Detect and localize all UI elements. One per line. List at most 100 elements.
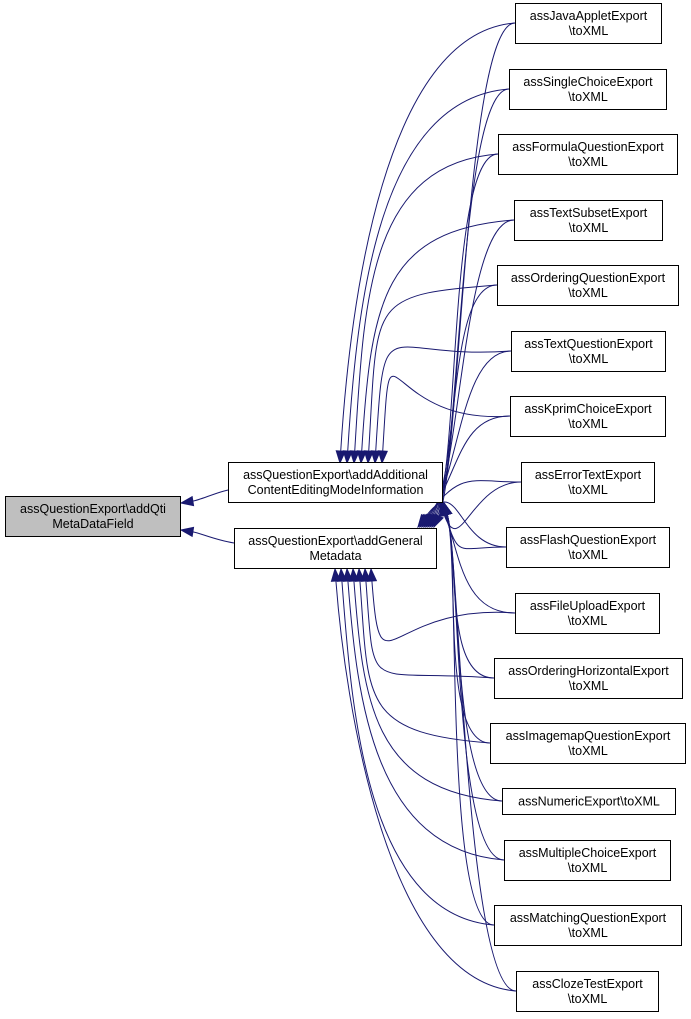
edge-ass-cloze-test-export-to-xml-to-additional-arrowhead xyxy=(442,501,453,517)
edge-ass-text-subset-export-to-xml-to-general xyxy=(433,219,515,517)
leaf-node-ass-flash-question-export-to-xml[interactable]: assFlashQuestionExport\toXML xyxy=(506,527,670,568)
leaf-node-ass-ordering-horizontal-export-to-xml-box xyxy=(494,658,683,699)
leaf-node-ass-multiple-choice-export-to-xml-label-line-1: assMultipleChoiceExport xyxy=(519,846,657,860)
edge-ass-file-upload-export-to-xml-to-general xyxy=(371,580,516,642)
leaf-node-ass-formula-question-export-to-xml-label-line-2: \toXML xyxy=(568,155,608,169)
leaf-node-ass-text-question-export-to-xml-label-line-2: \toXML xyxy=(569,352,609,366)
edge-ass-numeric-export-to-xml-to-general xyxy=(353,580,503,802)
edge-ass-ordering-question-export-to-xml-to-additional-arrowhead xyxy=(363,450,374,465)
edge-ass-formula-question-export-to-xml-to-general xyxy=(435,153,499,517)
leaf-node-ass-single-choice-export-to-xml-label-line-2: \toXML xyxy=(568,90,608,104)
leaf-node-ass-imagemap-question-export-to-xml-label-line-2: \toXML xyxy=(568,744,608,758)
edge-ass-error-text-export-to-xml-to-additional xyxy=(443,481,522,530)
leaf-node-ass-numeric-export-to-xml-label-line-1: assNumericExport\toXML xyxy=(518,795,660,809)
leaf-node-ass-ordering-horizontal-export-to-xml-label-line-2: \toXML xyxy=(569,679,609,693)
edge-ass-flash-question-export-to-xml-to-additional xyxy=(444,514,507,550)
leaf-node-ass-error-text-export-to-xml-label-line-2: \toXML xyxy=(568,483,608,497)
leaf-node-ass-formula-question-export-to-xml-label-line-1: assFormulaQuestionExport xyxy=(512,140,664,154)
edge-ass-single-choice-export-to-xml-to-additional-arrowhead xyxy=(342,450,353,465)
leaf-node-ass-cloze-test-export-to-xml-label-line-2: \toXML xyxy=(568,992,608,1006)
leaf-node-ass-multiple-choice-export-to-xml-box xyxy=(504,840,671,881)
leaf-node-ass-java-applet-export-to-xml[interactable]: assJavaAppletExport\toXML xyxy=(515,3,662,44)
edge-general-to-root xyxy=(192,531,235,544)
edge-ass-single-choice-export-to-xml-to-general xyxy=(436,88,510,517)
leaf-node-ass-text-subset-export-to-xml-label-line-2: \toXML xyxy=(569,221,609,235)
leaf-node-ass-ordering-question-export-to-xml-box xyxy=(497,265,679,306)
leaf-node-ass-ordering-horizontal-export-to-xml-label-line-1: assOrderingHorizontalExport xyxy=(508,664,669,678)
leaf-node-ass-multiple-choice-export-to-xml[interactable]: assMultipleChoiceExport\toXML xyxy=(504,840,671,881)
node-add-additional-content-editing-mode-information[interactable]: assQuestionExport\addAdditionalContentEd… xyxy=(228,462,443,503)
leaf-node-ass-text-subset-export-to-xml[interactable]: assTextSubsetExport\toXML xyxy=(514,200,663,241)
node-add-additional-content-editing-mode-information-label-line-2: ContentEditingModeInformation xyxy=(248,483,424,497)
leaf-node-ass-matching-question-export-to-xml[interactable]: assMatchingQuestionExport\toXML xyxy=(494,905,682,946)
leaf-node-ass-numeric-export-to-xml[interactable]: assNumericExport\toXML xyxy=(502,788,676,815)
leaf-node-ass-file-upload-export-to-xml[interactable]: assFileUploadExport\toXML xyxy=(515,593,660,634)
edge-general-to-root-arrowhead xyxy=(179,526,195,538)
edge-ass-text-question-export-to-xml-to-additional-arrowhead xyxy=(370,450,381,465)
leaf-node-ass-numeric-export-to-xml-box xyxy=(502,788,676,815)
leaf-node-ass-text-subset-export-to-xml-label-line-1: assTextSubsetExport xyxy=(530,206,648,220)
edge-ass-flash-question-export-to-xml-to-general-arrowhead xyxy=(417,513,430,529)
edge-ass-multiple-choice-export-to-xml-to-general xyxy=(347,580,505,861)
leaf-node-ass-file-upload-export-to-xml-label-line-2: \toXML xyxy=(568,614,608,628)
leaf-node-ass-kprim-choice-export-to-xml-box xyxy=(510,396,666,437)
edge-ass-cloze-test-export-to-xml-to-general-arrowhead xyxy=(330,567,342,582)
leaf-node-ass-kprim-choice-export-to-xml-label-line-2: \toXML xyxy=(568,417,608,431)
leaf-node-ass-single-choice-export-to-xml-box xyxy=(509,69,667,110)
node-add-additional-content-editing-mode-information-box xyxy=(228,462,443,503)
leaf-node-ass-file-upload-export-to-xml-label-line-1: assFileUploadExport xyxy=(530,599,646,613)
leaf-node-ass-error-text-export-to-xml-box xyxy=(521,462,655,503)
edge-ass-ordering-horizontal-export-to-xml-to-additional xyxy=(445,514,495,679)
edge-ass-formula-question-export-to-xml-to-additional-arrowhead xyxy=(349,450,360,465)
leaf-node-ass-java-applet-export-to-xml-label-line-1: assJavaAppletExport xyxy=(530,9,648,23)
edge-ass-single-choice-export-to-xml-to-additional xyxy=(347,88,510,452)
leaf-node-ass-imagemap-question-export-to-xml-label-line-1: assImagemapQuestionExport xyxy=(506,729,671,743)
leaf-node-ass-multiple-choice-export-to-xml-label-line-2: \toXML xyxy=(568,861,608,875)
node-add-general-metadata-label-line-2: Metadata xyxy=(309,549,361,563)
leaf-node-ass-imagemap-question-export-to-xml[interactable]: assImagemapQuestionExport\toXML xyxy=(490,723,686,764)
edge-ass-java-applet-export-to-xml-to-additional xyxy=(340,22,516,452)
leaf-node-ass-cloze-test-export-to-xml-box xyxy=(516,971,659,1012)
node-add-additional-content-editing-mode-information-label-line-1: assQuestionExport\addAdditional xyxy=(243,468,428,482)
edge-ass-text-subset-export-to-xml-to-additional-arrowhead xyxy=(356,450,367,465)
leaf-node-ass-java-applet-export-to-xml-box xyxy=(515,3,662,44)
leaf-node-ass-text-question-export-to-xml[interactable]: assTextQuestionExport\toXML xyxy=(511,331,666,372)
root-node-add-qti-meta-data-field-box xyxy=(5,496,181,537)
edge-ass-imagemap-question-export-to-xml-to-general xyxy=(359,580,491,744)
leaf-node-ass-flash-question-export-to-xml-box xyxy=(506,527,670,568)
leaf-node-ass-flash-question-export-to-xml-label-line-2: \toXML xyxy=(568,548,608,562)
node-add-general-metadata-label-line-1: assQuestionExport\addGeneral xyxy=(248,534,422,548)
leaf-node-ass-flash-question-export-to-xml-label-line-1: assFlashQuestionExport xyxy=(520,533,657,547)
leaf-node-ass-ordering-question-export-to-xml-label-line-2: \toXML xyxy=(568,286,608,300)
leaf-node-ass-matching-question-export-to-xml-label-line-2: \toXML xyxy=(568,926,608,940)
leaf-node-ass-single-choice-export-to-xml-label-line-1: assSingleChoiceExport xyxy=(523,75,653,89)
edge-ass-ordering-question-export-to-xml-to-additional xyxy=(368,284,498,452)
leaf-node-ass-ordering-horizontal-export-to-xml[interactable]: assOrderingHorizontalExport\toXML xyxy=(494,658,683,699)
edge-ass-cloze-test-export-to-xml-to-general xyxy=(335,580,517,992)
leaf-node-ass-formula-question-export-to-xml-box xyxy=(498,134,678,175)
leaf-node-ass-cloze-test-export-to-xml[interactable]: assClozeTestExport\toXML xyxy=(516,971,659,1012)
leaf-node-ass-error-text-export-to-xml[interactable]: assErrorTextExport\toXML xyxy=(521,462,655,503)
edge-ass-java-applet-export-to-xml-to-additional-arrowhead xyxy=(335,450,346,465)
leaf-node-ass-kprim-choice-export-to-xml-label-line-1: assKprimChoiceExport xyxy=(524,402,652,416)
leaf-node-ass-text-subset-export-to-xml-box xyxy=(514,200,663,241)
edge-ass-ordering-horizontal-export-to-xml-to-general xyxy=(365,580,495,679)
leaf-node-ass-formula-question-export-to-xml[interactable]: assFormulaQuestionExport\toXML xyxy=(498,134,678,175)
leaf-node-ass-ordering-question-export-to-xml-label-line-1: assOrderingQuestionExport xyxy=(511,271,666,285)
edge-ass-text-question-export-to-xml-to-additional xyxy=(375,346,512,452)
edges-layer xyxy=(179,22,522,992)
leaf-node-ass-text-question-export-to-xml-box xyxy=(511,331,666,372)
leaf-node-ass-matching-question-export-to-xml-label-line-1: assMatchingQuestionExport xyxy=(510,911,667,925)
leaf-node-ass-text-question-export-to-xml-label-line-1: assTextQuestionExport xyxy=(524,337,653,351)
root-node-add-qti-meta-data-field-label-line-2: MetaDataField xyxy=(52,517,133,531)
leaf-node-ass-single-choice-export-to-xml[interactable]: assSingleChoiceExport\toXML xyxy=(509,69,667,110)
leaf-node-ass-kprim-choice-export-to-xml[interactable]: assKprimChoiceExport\toXML xyxy=(510,396,666,437)
leaf-node-ass-error-text-export-to-xml-label-line-1: assErrorTextExport xyxy=(535,468,642,482)
leaf-node-ass-ordering-question-export-to-xml[interactable]: assOrderingQuestionExport\toXML xyxy=(497,265,679,306)
edge-additional-to-root-arrowhead xyxy=(179,495,195,507)
edge-ass-matching-question-export-to-xml-to-general xyxy=(341,580,495,926)
edge-ass-formula-question-export-to-xml-to-additional xyxy=(354,153,499,452)
